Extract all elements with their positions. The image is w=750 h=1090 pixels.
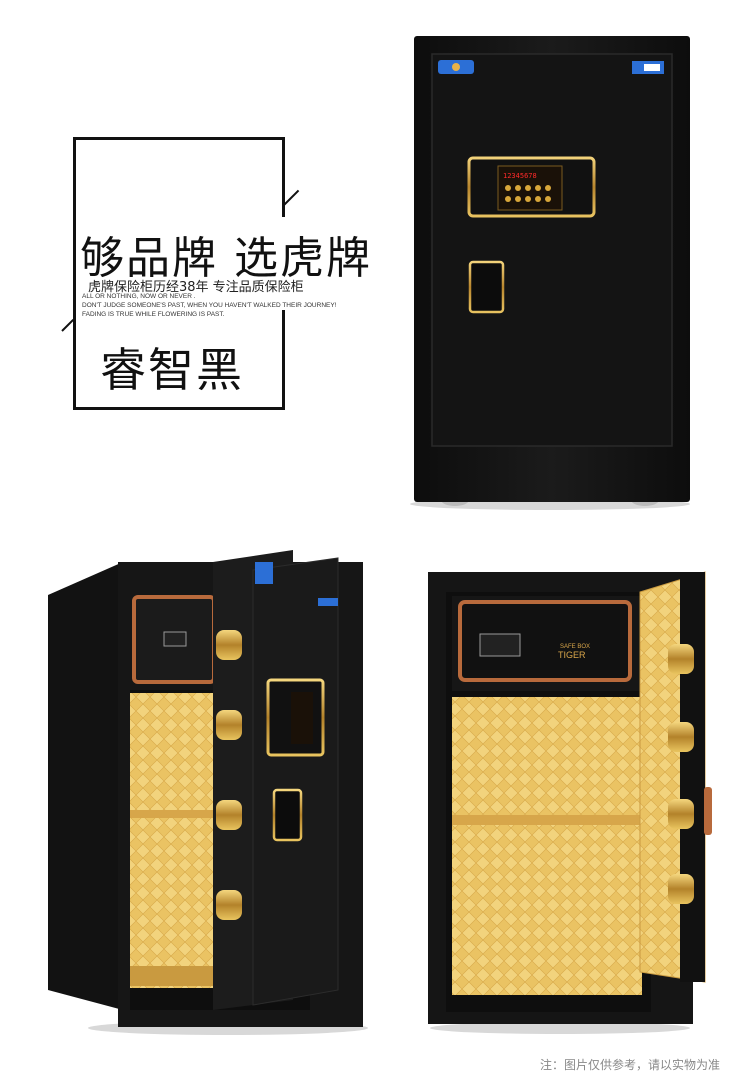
- keypad-icon: 12345678: [467, 156, 596, 218]
- color-name: 睿智黑: [100, 343, 244, 397]
- english-line-1: ALL OR NOTHING, NOW OR NEVER .: [82, 293, 196, 300]
- inner-drawer: [132, 595, 216, 684]
- english-line-2: DON'T JUDGE SOMEONE'S PAST, WHEN YOU HAV…: [82, 302, 337, 309]
- handle-icon: [468, 260, 505, 314]
- frame-left: [73, 137, 76, 410]
- keypad-display-text: 12345678: [503, 172, 537, 180]
- open-safe-front-image: SAFE BOX TIGER: [428, 571, 712, 1034]
- frame-right-bottom: [282, 310, 285, 410]
- subline: 虎牌保险柜历经38年 专注品质保险柜: [88, 280, 304, 295]
- hinge-bolt-icon: [216, 630, 242, 920]
- closed-safe-image: 12345678: [410, 36, 690, 510]
- sticker-icon: [632, 61, 664, 74]
- brand-plate-line2: TIGER: [558, 650, 586, 660]
- logo-badge-icon: [438, 60, 474, 74]
- headline: 够品牌 选虎牌: [80, 233, 372, 284]
- frame-top: [73, 137, 285, 140]
- disclaimer-note: 注：图片仅供参考，请以实物为准: [539, 1058, 720, 1072]
- frame-right-top: [282, 137, 285, 217]
- brand-plate-line1: SAFE BOX: [560, 644, 590, 650]
- english-tagline: ALL OR NOTHING, NOW OR NEVER . DON'T JUD…: [82, 292, 337, 319]
- open-safe-angled-image: [48, 550, 368, 1035]
- frame-bottom: [73, 407, 285, 410]
- brand-plate: SAFE BOX TIGER: [458, 600, 632, 682]
- english-line-3: FADING IS TRUE WHILE FLOWERING IS PAST.: [82, 311, 225, 318]
